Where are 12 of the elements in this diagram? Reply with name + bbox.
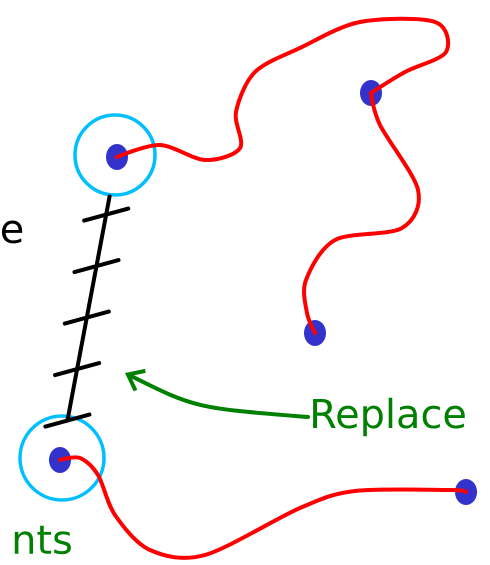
point-dot bbox=[360, 80, 382, 106]
curve-line bbox=[115, 16, 450, 162]
handwritten-label: Replace bbox=[313, 398, 465, 436]
point-dot bbox=[304, 320, 326, 346]
point-dot bbox=[49, 447, 71, 473]
hatched-line bbox=[43, 194, 130, 429]
curve-line bbox=[302, 91, 421, 335]
partial-text: nts bbox=[14, 526, 71, 554]
point-dot bbox=[106, 144, 128, 170]
arrow bbox=[125, 368, 310, 419]
partial-text: e bbox=[2, 220, 22, 244]
point-dot bbox=[455, 479, 477, 505]
